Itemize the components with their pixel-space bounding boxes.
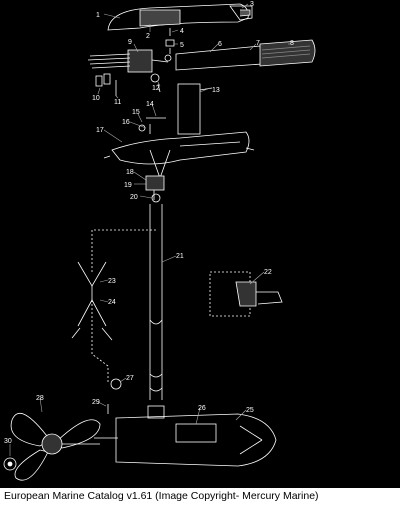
callout-7: 7 [256, 40, 260, 47]
callout-21: 21 [176, 253, 184, 260]
prop-nut-part [3, 457, 17, 471]
anode-and-pin [94, 378, 122, 439]
battery-clips-part [71, 261, 113, 341]
callout-4: 4 [180, 28, 184, 35]
steering-collar-part [145, 175, 165, 203]
callout-1: 1 [96, 12, 100, 19]
callout-6: 6 [218, 41, 222, 48]
callout-5: 5 [180, 42, 184, 49]
callout-27: 27 [126, 375, 134, 382]
callout-28: 28 [36, 395, 44, 402]
callout-22: 22 [264, 269, 272, 276]
motor-shaft-part [149, 204, 163, 400]
mount-bracket-part [103, 131, 255, 180]
callout-26: 26 [198, 405, 206, 412]
exploded-parts-diagram: 1 2 3 4 5 6 7 8 9 10 11 12 13 14 15 16 1… [3, 1, 316, 481]
callout-13: 13 [212, 87, 220, 94]
callout-9: 9 [128, 39, 132, 46]
callout-leaders [9, 3, 290, 456]
callout-8: 8 [290, 40, 294, 47]
callout-18: 18 [126, 169, 134, 176]
callout-25: 25 [246, 407, 254, 414]
shaft-collar-part [177, 83, 213, 135]
callout-16: 16 [122, 119, 130, 126]
small-fasteners [95, 73, 161, 96]
callout-14: 14 [146, 101, 154, 108]
callout-17: 17 [96, 127, 104, 134]
callout-29: 29 [92, 399, 100, 406]
detail-inset [209, 271, 283, 317]
speed-switch-part [87, 49, 169, 73]
callout-30: 30 [4, 438, 12, 445]
callout-23: 23 [108, 278, 116, 285]
callout-24: 24 [108, 299, 116, 306]
callout-2: 2 [146, 33, 150, 40]
callout-11: 11 [114, 99, 121, 106]
callout-12: 12 [152, 85, 160, 92]
callout-15: 15 [132, 109, 140, 116]
callout-20: 20 [130, 194, 138, 201]
callout-19: 19 [124, 182, 132, 189]
battery-cable [91, 229, 156, 384]
callout-3: 3 [250, 1, 254, 8]
image-caption: European Marine Catalog v1.61 (Image Cop… [0, 488, 400, 505]
screw-hardware [164, 28, 175, 62]
callout-10: 10 [92, 95, 100, 102]
propeller-part [10, 413, 101, 481]
top-cover-part [107, 3, 253, 31]
tension-knob-parts [138, 117, 166, 134]
motor-housing-part [115, 405, 277, 467]
tiller-handle-part [175, 39, 316, 71]
